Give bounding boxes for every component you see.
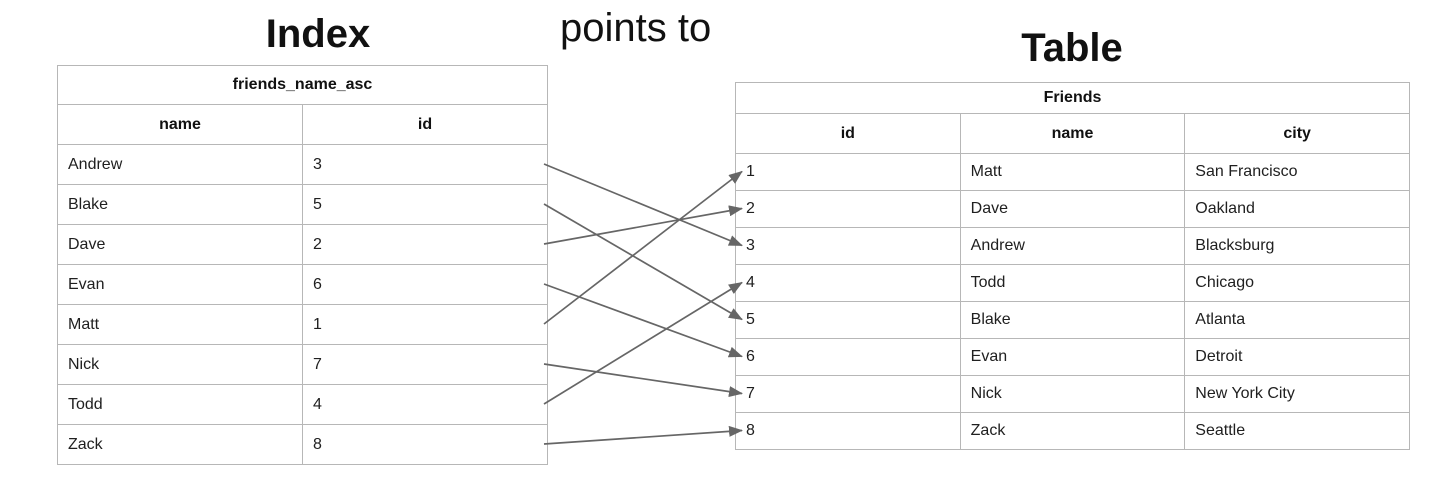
index-table-row: Nick 7 [57, 344, 548, 385]
index-cell-id: 8 [302, 424, 548, 465]
index-pointer-arrow [543, 205, 743, 245]
index-cell-id: 6 [302, 264, 548, 305]
friends-cell-id: 4 [735, 264, 961, 302]
friends-table-row: 6 Evan Detroit [735, 338, 1410, 376]
index-cell-name: Andrew [57, 144, 303, 185]
friends-cell-name: Zack [959, 412, 1186, 450]
index-cell-id: 3 [302, 144, 548, 185]
friends-cell-name: Nick [959, 375, 1186, 413]
index-table-row: Todd 4 [57, 384, 548, 425]
friends-table-row: 8 Zack Seattle [735, 412, 1410, 450]
friends-table-row: 7 Nick New York City [735, 375, 1410, 413]
index-cell-id: 1 [302, 304, 548, 345]
index-pointer-arrow [543, 425, 743, 445]
friends-cell-id: 8 [735, 412, 961, 450]
friends-cell-name: Dave [959, 190, 1186, 228]
index-heading: Index [265, 12, 371, 56]
friends-col-header-city: city [1184, 113, 1410, 154]
friends-cell-id: 6 [735, 338, 961, 376]
index-cell-id: 2 [302, 224, 548, 265]
friends-cell-name: Evan [959, 338, 1186, 376]
friends-table-row: 5 Blake Atlanta [735, 301, 1410, 339]
index-pointer-arrow [543, 203, 743, 321]
index-cell-id: 5 [302, 184, 548, 225]
index-table-title: friends_name_asc [57, 65, 548, 105]
friends-cell-city: New York City [1184, 375, 1410, 413]
index-pointer-arrow [543, 170, 743, 325]
index-cell-id: 7 [302, 344, 548, 385]
table-heading: Table [1021, 26, 1123, 70]
friends-table: Friends id name city 1 Matt San Francisc… [735, 82, 1410, 450]
friends-cell-city: Chicago [1184, 264, 1410, 302]
friends-cell-city: Blacksburg [1184, 227, 1410, 265]
friends-cell-id: 2 [735, 190, 961, 228]
friends-table-row: 3 Andrew Blacksburg [735, 227, 1410, 265]
friends-cell-id: 7 [735, 375, 961, 413]
friends-cell-id: 1 [735, 153, 961, 191]
index-table-row: Dave 2 [57, 224, 548, 265]
friends-cell-name: Blake [959, 301, 1186, 339]
index-pointer-arrow [543, 363, 743, 398]
friends-cell-id: 5 [735, 301, 961, 339]
index-pointer-arrow [543, 163, 743, 247]
friends-col-header-id: id [735, 113, 961, 154]
index-table-row: Blake 5 [57, 184, 548, 225]
friends-cell-id: 3 [735, 227, 961, 265]
index-col-header-id: id [302, 104, 548, 145]
index-table-row: Evan 6 [57, 264, 548, 305]
index-cell-name: Nick [57, 344, 303, 385]
friends-cell-city: Atlanta [1184, 301, 1410, 339]
friends-table-row: 1 Matt San Francisco [735, 153, 1410, 191]
index-cell-name: Matt [57, 304, 303, 345]
index-pointer-arrow [543, 283, 743, 358]
friends-cell-city: Detroit [1184, 338, 1410, 376]
index-col-header-name: name [57, 104, 303, 145]
points-to-label: points to [560, 6, 712, 50]
index-cell-name: Blake [57, 184, 303, 225]
friends-col-header-name: name [959, 113, 1186, 154]
index-cell-name: Zack [57, 424, 303, 465]
friends-table-row: 2 Dave Oakland [735, 190, 1410, 228]
friends-table-title: Friends [735, 82, 1410, 114]
index-cell-name: Dave [57, 224, 303, 265]
index-table-row: Andrew 3 [57, 144, 548, 185]
friends-cell-name: Todd [959, 264, 1186, 302]
index-cell-name: Todd [57, 384, 303, 425]
friends-cell-city: Oakland [1184, 190, 1410, 228]
friends-cell-name: Andrew [959, 227, 1186, 265]
index-cell-id: 4 [302, 384, 548, 425]
friends-cell-city: San Francisco [1184, 153, 1410, 191]
friends-table-row: 4 Todd Chicago [735, 264, 1410, 302]
index-table-row: Matt 1 [57, 304, 548, 345]
friends-cell-city: Seattle [1184, 412, 1410, 450]
friends-cell-name: Matt [959, 153, 1186, 191]
index-table-row: Zack 8 [57, 424, 548, 465]
index-cell-name: Evan [57, 264, 303, 305]
index-pointer-arrow [543, 281, 743, 405]
index-table: friends_name_asc name id Andrew 3 Blake … [57, 65, 548, 465]
